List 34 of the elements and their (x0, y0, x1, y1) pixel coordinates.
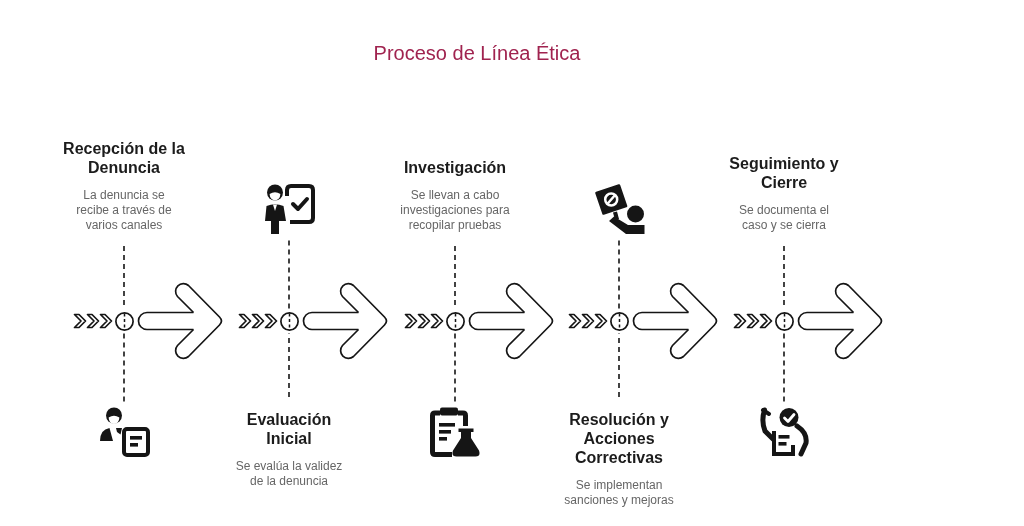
person-checklist-icon (265, 184, 315, 234)
chevron-arrow (733, 313, 773, 329)
hands-document-icon (760, 407, 810, 457)
step-title: Seguimiento y Cierre (728, 154, 840, 192)
step-description: Se evalúa la validez de la denuncia (234, 459, 344, 489)
step-title: Resolución y Acciones Correctivas (568, 410, 670, 467)
block-arrow (797, 282, 883, 360)
timeline-marker (279, 311, 299, 331)
timeline-marker (609, 311, 629, 331)
step-title: Investigación (402, 158, 508, 177)
block-arrow (632, 282, 718, 360)
timeline-marker (445, 311, 465, 331)
person-document-icon (100, 407, 150, 457)
clipboard-flask-icon (430, 407, 480, 457)
person-sign-icon (595, 184, 645, 234)
step-description: La denuncia se recibe a través de varios canales (75, 188, 173, 233)
step-title: Recepción de la Denuncia (62, 139, 186, 177)
timeline-marker (774, 311, 794, 331)
step-description: Se llevan a cabo investigaciones para recopilar pruebas (399, 188, 511, 233)
dashed-connector (783, 332, 785, 405)
chevron-arrow (568, 313, 608, 329)
block-arrow (468, 282, 554, 360)
timeline-marker (114, 311, 134, 331)
dashed-connector (454, 332, 456, 405)
dashed-connector (123, 332, 125, 405)
step-title: Evaluación Inicial (245, 410, 333, 448)
chevron-arrow (73, 313, 113, 329)
step-description: Se implementan sanciones y mejoras (563, 478, 675, 508)
chevron-arrow (238, 313, 278, 329)
diagram-title: Proceso de Línea Ética (373, 41, 581, 65)
block-arrow (137, 282, 223, 360)
step-description: Se documenta el caso y se cierra (737, 203, 831, 233)
block-arrow (302, 282, 388, 360)
chevron-arrow (404, 313, 444, 329)
